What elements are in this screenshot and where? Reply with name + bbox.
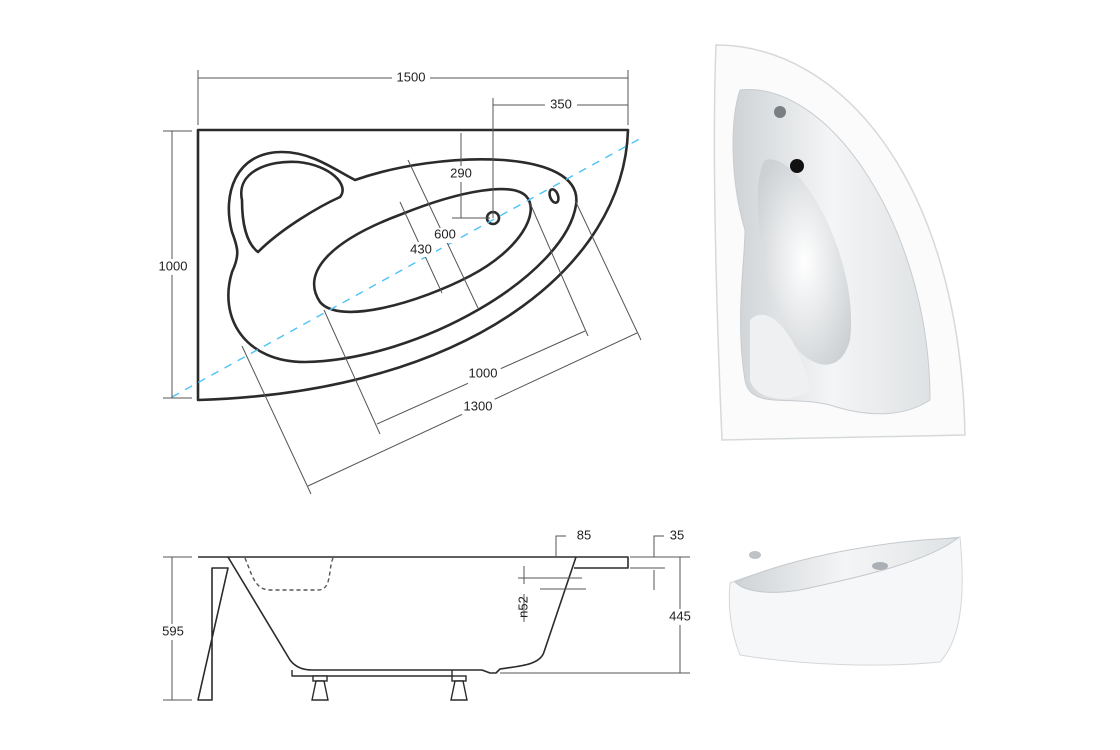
basin-outline xyxy=(312,187,532,314)
dim-leader-rim-width xyxy=(555,535,566,557)
drain-depth-label: 290 xyxy=(450,165,472,180)
dim-ext xyxy=(241,345,312,495)
photo-overflow-icon xyxy=(774,106,786,118)
perspective-photo xyxy=(728,536,963,666)
rim-thickness-label: 35 xyxy=(670,527,684,542)
rim-outline xyxy=(197,556,629,701)
outer-length-label: 1300 xyxy=(464,398,493,413)
foot-right xyxy=(450,675,468,701)
dim-ext xyxy=(529,202,589,337)
side-view: n52 595 445 85 35 xyxy=(156,527,696,701)
rim-width-label: 85 xyxy=(577,527,591,542)
dim-ext xyxy=(323,309,381,435)
basin-width-label: 600 xyxy=(434,226,456,241)
tub-outer-outline xyxy=(196,128,630,402)
tub-body-outline xyxy=(227,556,577,674)
drain-offset-label: 350 xyxy=(550,96,572,111)
top-view: 1500 350 290 1000 600 430 1000 xyxy=(154,69,644,495)
dim-leader-rim-thickness xyxy=(630,535,665,590)
photo-drain-icon xyxy=(790,159,804,173)
width-label: 1500 xyxy=(397,69,426,84)
height-label: 1000 xyxy=(159,258,188,273)
tub-base xyxy=(291,670,453,677)
tub-rim-outline xyxy=(227,150,578,364)
diagonal-axis xyxy=(171,136,644,398)
headrest-hidden-line xyxy=(244,557,334,591)
inner-width-label: 430 xyxy=(410,241,432,256)
total-height-label: 595 xyxy=(162,623,184,638)
foot-left xyxy=(311,675,329,701)
dim-ext xyxy=(574,199,642,341)
depth-label: 445 xyxy=(669,608,691,623)
headrest-outline xyxy=(240,160,344,254)
top-photo xyxy=(713,44,966,441)
overflow-label: n52 xyxy=(515,596,530,618)
inner-length-label: 1000 xyxy=(469,365,498,380)
overflow-icon xyxy=(548,187,560,205)
